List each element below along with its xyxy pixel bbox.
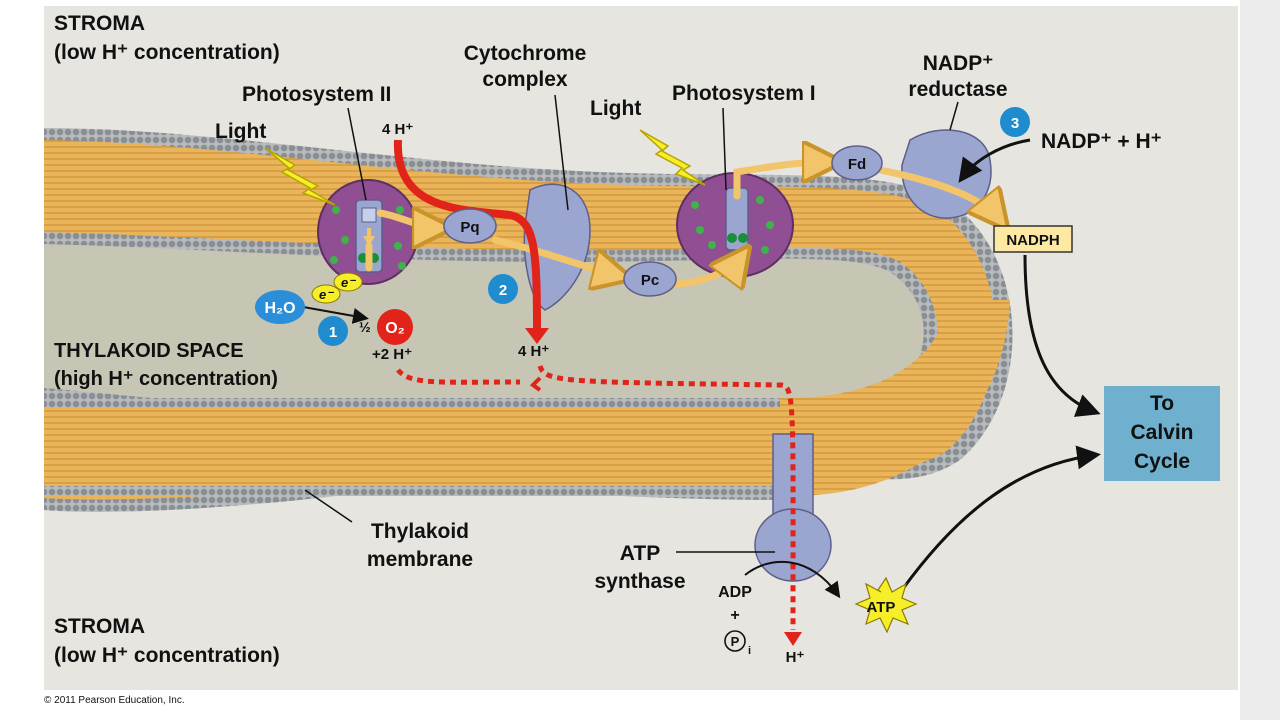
nadph-label: NADPH xyxy=(1006,232,1059,249)
four-h-bottom: 4 H⁺ xyxy=(518,343,549,360)
atp-star xyxy=(854,576,918,634)
pc-label: Pc xyxy=(641,272,659,289)
pq-label: Pq xyxy=(460,219,479,236)
proton-gradient-flow xyxy=(396,365,796,631)
o2-label: O₂ xyxy=(385,320,405,337)
photosystem-i-label: Photosystem I xyxy=(672,82,816,105)
thylakoid-space-sublabel: (high H⁺ concentration) xyxy=(54,368,278,390)
fd-label: Fd xyxy=(848,156,866,173)
pq-carrier xyxy=(443,208,497,244)
black-arrows xyxy=(744,138,1101,599)
right-margin xyxy=(1240,0,1280,720)
light-label-2: Light xyxy=(590,97,641,120)
electron-transport-path xyxy=(365,162,1000,284)
adp-label: ADP xyxy=(718,584,752,601)
electron-1 xyxy=(311,284,341,304)
thylakoid-membrane-label-1: Thylakoid xyxy=(371,520,469,543)
bend-tails xyxy=(780,300,1010,497)
thylakoid-membrane-label-2: membrane xyxy=(367,548,473,571)
nadp-reductase-label-2: reductase xyxy=(908,78,1007,101)
stroma-bottom-sublabel: (low H⁺ concentration) xyxy=(54,644,280,667)
copyright: © 2011 Pearson Education, Inc. xyxy=(44,695,185,706)
photosystem-ii xyxy=(317,179,419,285)
cytochrome-label-2: complex xyxy=(482,68,568,91)
stroma-bottom-label: STROMA xyxy=(54,615,145,638)
cytochrome-complex xyxy=(523,183,591,311)
calvin-label-1: To xyxy=(1150,392,1174,415)
lower-heads-top xyxy=(44,398,780,408)
fd-carrier xyxy=(831,145,883,181)
atp-label: ATP xyxy=(867,599,896,616)
step-2-label: 2 xyxy=(499,282,507,299)
step-3-badge xyxy=(1000,107,1030,137)
stroma-top-sublabel: (low H⁺ concentration) xyxy=(54,41,280,64)
o2-molecule xyxy=(377,309,413,345)
stroma-top-label: STROMA xyxy=(54,12,145,35)
plus-label: + xyxy=(730,607,739,624)
h-plus-bottom: H⁺ xyxy=(786,649,805,666)
atp-synthase-label-2: synthase xyxy=(594,570,685,593)
pi-label: P xyxy=(731,634,740,649)
thylakoid-lumen xyxy=(44,244,924,422)
step-2-badge xyxy=(488,274,518,304)
nadph-box xyxy=(993,225,1073,253)
pointer-lines xyxy=(304,94,959,553)
light-label-1: Light xyxy=(215,120,266,143)
calvin-label-2: Calvin xyxy=(1130,421,1193,444)
four-h-top: 4 H⁺ xyxy=(382,121,413,138)
calvin-cycle-box xyxy=(1104,386,1220,481)
light-bolt-ps2 xyxy=(264,147,336,206)
pi-subscript: i xyxy=(748,645,751,657)
lower-tails xyxy=(44,408,780,486)
light-bolt-ps1 xyxy=(639,129,706,186)
electron-label-2: e⁻ xyxy=(341,275,357,290)
lower-heads-bottom xyxy=(44,486,780,496)
calvin-label-3: Cycle xyxy=(1134,450,1190,473)
h2o-label: H₂O xyxy=(264,300,295,317)
step-1-label: 1 xyxy=(329,324,337,341)
atp-synthase-label-1: ATP xyxy=(620,542,660,565)
proton-pump-arrow xyxy=(393,139,549,344)
step-3-label: 3 xyxy=(1011,115,1019,132)
electron-label-1: e⁻ xyxy=(319,287,335,302)
proton-exit-arrowhead xyxy=(784,632,802,646)
plus-two-h: +2 H⁺ xyxy=(372,346,412,363)
pc-carrier xyxy=(623,261,677,297)
step-1-badge xyxy=(318,316,348,346)
cytochrome-label-1: Cytochrome xyxy=(464,42,587,65)
electron-2 xyxy=(333,272,363,292)
nadp-reductase-label-1: NADP⁺ xyxy=(923,52,994,75)
half-coefficient: ½ xyxy=(359,319,371,335)
nadp-plus-h-label: NADP⁺ + H⁺ xyxy=(1041,130,1162,153)
h2o-molecule xyxy=(255,290,305,324)
thylakoid-space-label: THYLAKOID SPACE xyxy=(54,340,244,362)
phosphate-circle xyxy=(724,630,746,652)
photosystem-ii-label: Photosystem II xyxy=(242,83,391,106)
